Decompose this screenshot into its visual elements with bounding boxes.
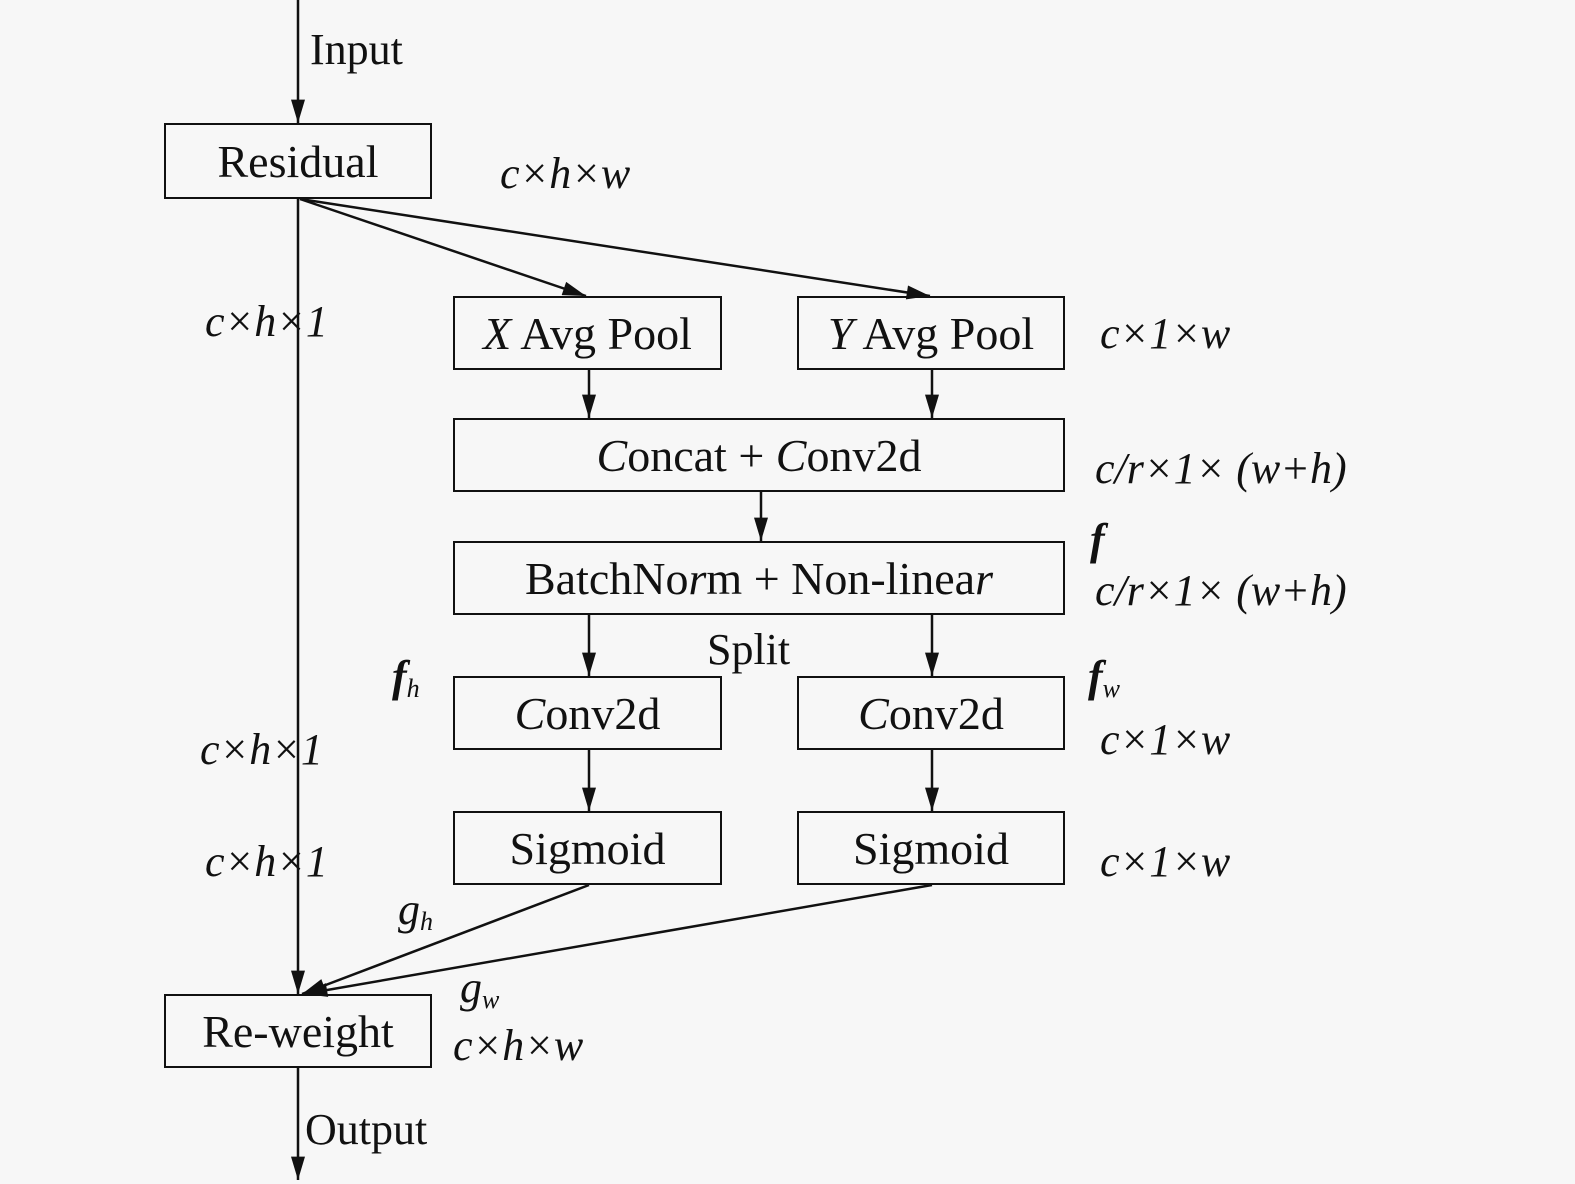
fh-base: f [392,652,407,701]
gh-base: g [398,885,420,934]
y-avg-pool-label: Avg Pool [853,307,1035,359]
bn-r-2: r [975,552,993,604]
dim-bn: c/r×1× (w+h) [1095,566,1347,615]
sigmoid-h-box: Sigmoid [453,811,722,885]
gw-sub: w [482,985,500,1014]
arrow-sigh-reweight [301,883,590,996]
conv2d-h-label: onv2d [545,687,661,739]
concat-conv2d-label: Concat + Conv2d [597,429,922,482]
arrow-sigw-reweight [303,883,933,997]
gw-base: g [460,963,482,1012]
conv2d-h-c: C [514,687,546,739]
output-label: Output [305,1105,428,1154]
dim-skip-2: c×h×1 [200,725,323,774]
sigmoid-w-label: Sigmoid [853,822,1009,874]
split-label: Split [707,625,791,674]
sigmoid-w-box: Sigmoid [797,811,1065,885]
gh-label: gh [398,888,433,935]
fh-label: fh [392,655,420,702]
input-label: Input [310,25,403,74]
batchnorm-nonlinear-label: BatchNorm + Non-linear [525,552,993,605]
x-axis-label: X [483,307,512,359]
fw-label: fw [1088,655,1120,702]
y-avg-pool-box: Y Avg Pool [797,296,1065,370]
bn-text-2: m + Non-linea [706,552,976,604]
dim-residual-out: c×h×w [500,149,631,198]
fh-sub: h [406,674,420,703]
bn-text-1: BatchNo [525,552,689,604]
gh-sub: h [420,907,433,936]
residual-box: Residual [164,123,432,199]
dim-conv-w: c×1×w [1100,715,1231,764]
dim-sigmoid-w: c×1×w [1100,837,1231,886]
sigmoid-h-label: Sigmoid [509,822,666,874]
dim-reweight: c×h×w [453,1021,584,1070]
concat-text: oncat + [627,429,776,481]
residual-label: Residual [217,135,379,187]
dim-concat: c/r×1× (w+h) [1095,444,1347,493]
x-avg-pool-label: Avg Pool [511,307,692,359]
reweight-box: Re-weight [164,994,432,1068]
bn-r-1: r [688,552,707,604]
batchnorm-nonlinear-box: BatchNorm + Non-linear [453,541,1065,615]
x-avg-pool-box: X Avg Pool [453,296,722,370]
conv2d-w-c: C [858,687,889,739]
conv-c: C [775,429,807,481]
reweight-label: Re-weight [202,1005,394,1057]
arrow-to-ypool [299,197,931,300]
f-label: f [1090,515,1105,564]
gw-label: gw [460,966,499,1013]
conv-text: onv2d [806,429,922,481]
concat-conv2d-box: Concat + Conv2d [453,418,1065,492]
conv2d-w-label: onv2d [888,687,1004,739]
y-axis-label: Y [827,307,854,359]
fw-base: f [1088,652,1103,701]
fw-sub: w [1102,674,1120,703]
dim-skip-3: c×h×1 [205,837,328,886]
dim-skip-1: c×h×1 [205,297,328,346]
dim-pool: c×1×w [1100,309,1231,358]
concat-c: C [596,429,628,481]
arrow-to-xpool [299,197,587,298]
